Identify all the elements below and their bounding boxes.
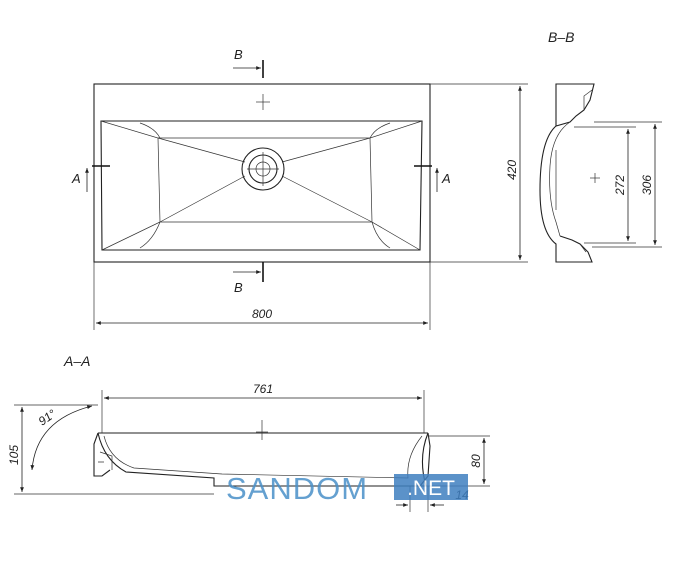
watermark-logo: SANDOM .NET [226,471,468,506]
aa-left-details [98,451,113,470]
section-aa-view: A–A 761 105 91° 80 14 [7,353,490,512]
drain-outer [241,147,285,191]
drain-slopes [157,137,373,223]
bb-top-lip [555,83,595,127]
section-bb-view: B–B 272 306 [539,29,662,263]
bb-inner-profile [549,121,571,237]
height-dim-label: 420 [505,160,519,180]
plan-view: B B A A 800 420 [71,47,528,330]
section-b-bottom-label: B [234,280,243,295]
aa-basin-inner [103,435,423,479]
bb-lip-details [579,89,593,253]
dim-761-label: 761 [253,382,273,396]
watermark-brand: SANDOM [226,471,368,506]
dim-272-label: 272 [613,175,627,196]
section-a-left-label: A [71,171,81,186]
watermark-badge [394,474,468,500]
watermark-suffix: .NET [407,477,455,500]
section-bb-title: B–B [548,29,574,45]
width-dim-label: 800 [252,307,272,321]
dim-80-label: 80 [469,454,483,468]
sink-outline [93,83,431,263]
bowl-inner-facets [100,120,423,251]
bowl-outline [100,120,423,251]
angle-label: 91° [36,406,59,428]
section-b-top-label: B [234,47,243,62]
dim-306-label: 306 [640,175,654,195]
section-a-right-label: A [441,171,451,186]
angle-arc [30,405,93,471]
section-aa-title: A–A [63,353,90,369]
corner-curves [139,122,391,249]
bb-outer-profile [539,125,593,263]
aa-basin-outer [97,432,429,487]
aa-left-wall [93,432,111,477]
dim-105-label: 105 [7,445,21,465]
